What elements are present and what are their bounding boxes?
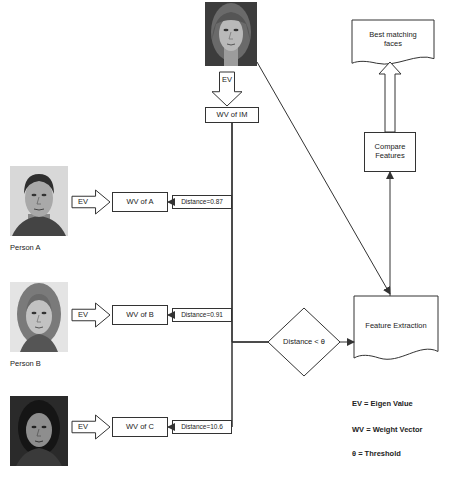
process-box: Compare Features — [364, 132, 416, 172]
node-text: WV of A — [126, 198, 153, 207]
legend-note: EV = Eigen Value — [352, 400, 413, 409]
legend-note: θ = Threshold — [352, 450, 401, 459]
face-photo — [10, 396, 68, 466]
connector — [340, 342, 354, 343]
ev-arrow-outline — [72, 415, 110, 439]
node-text: WV of B — [126, 311, 154, 320]
node-text: Best matching faces — [360, 31, 426, 48]
node-text: Distance=0.87 — [181, 198, 223, 205]
legend-note: WV = Weight Vector — [352, 426, 423, 435]
face-photo — [10, 166, 68, 236]
node-text: EV — [78, 423, 88, 432]
ev-arrow: EV — [72, 415, 110, 439]
connector — [232, 315, 268, 342]
node-text: WV of IM — [217, 111, 248, 120]
node-text: EV — [222, 76, 232, 85]
distance-box: Distance=10.6 — [172, 420, 232, 434]
connector — [232, 202, 268, 342]
connector — [232, 342, 268, 427]
ev-arrow: EV — [72, 303, 110, 327]
output-document: Best matching faces — [352, 20, 434, 66]
ev-arrow: EV — [72, 190, 110, 214]
distance-box: Distance=0.87 — [172, 195, 232, 209]
decision-diamond: Distance < θ — [268, 308, 340, 376]
process-box: WV of C — [112, 417, 168, 437]
person-label: Person A — [10, 244, 40, 253]
connector — [168, 202, 172, 203]
node-text: Distance < θ — [283, 338, 325, 347]
node-text: Distance=0.91 — [181, 311, 223, 318]
ev-arrow-outline — [72, 190, 110, 214]
distance-box: Distance=0.91 — [172, 308, 232, 322]
block-arrow — [379, 62, 401, 132]
process-document: Feature Extraction — [354, 296, 438, 362]
process-box: WV of A — [112, 192, 168, 212]
node-text: EV — [78, 311, 88, 320]
connector — [168, 427, 172, 428]
leader-arrow — [257, 62, 390, 294]
node-text: WV of C — [126, 423, 154, 432]
connector — [168, 315, 172, 316]
node-text: Feature Extraction — [365, 322, 426, 331]
face-photo — [10, 282, 68, 352]
connector — [390, 172, 391, 296]
process-box: WV of B — [112, 305, 168, 325]
ev-arrow-outline — [72, 303, 110, 327]
node-text: EV — [78, 198, 88, 207]
process-box: WV of IM — [205, 107, 259, 123]
face-photo — [205, 2, 257, 66]
node-text: Compare Features — [367, 143, 413, 160]
node-text: Distance=10.6 — [181, 423, 223, 430]
ev-arrow: EV — [212, 72, 242, 106]
person-label: Person B — [10, 360, 41, 369]
